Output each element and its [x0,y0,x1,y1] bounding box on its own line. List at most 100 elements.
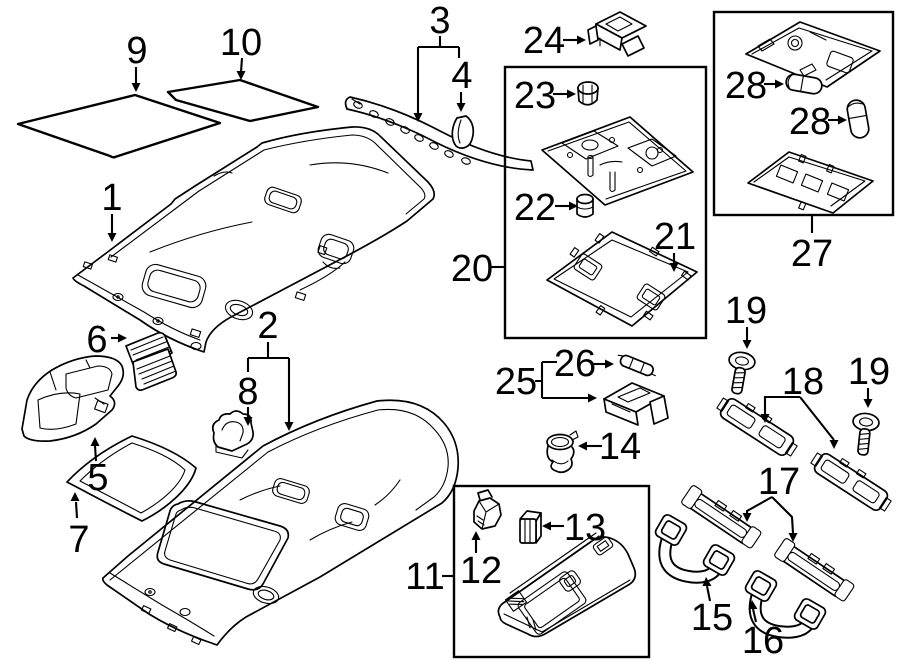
callout-6-label[interactable]: 6 [86,319,107,361]
callout-8-label[interactable]: 8 [237,371,258,413]
callout-17: 17 [742,461,800,542]
callout-3-label[interactable]: 3 [429,0,450,42]
callout-19b-label[interactable]: 19 [848,351,890,393]
visor-clip-12 [473,489,502,530]
mounting-bracket-18a [716,397,798,457]
front-headliner-panel [72,126,436,353]
callout-10: 10 [220,22,262,80]
callout-20-label[interactable]: 20 [451,248,493,290]
callout-26-label[interactable]: 26 [554,343,596,385]
group-box-27 [712,10,895,217]
callout-19b: 19 [848,351,890,408]
callout-14: 14 [578,426,641,468]
oval-opening-rear [252,585,280,605]
festoon-bulb-26 [617,354,656,377]
callout-13: 13 [542,507,606,549]
callout-11: 11 [405,556,454,598]
grab-handle-15 [654,514,736,584]
callout-25: 25 [495,360,597,403]
sun-visor [497,532,637,638]
oval-opening [224,299,254,321]
callout-16: 16 [742,600,784,661]
screw-19b [852,412,880,456]
callout-4: 4 [451,55,473,112]
callout-9: 9 [126,30,148,92]
callout-15-label[interactable]: 15 [691,597,733,639]
lamp-lens-plate-27 [747,151,874,214]
insulator-sheet-9 [16,93,222,159]
callout-4-label[interactable]: 4 [451,55,472,97]
connector-switch-24 [587,11,647,57]
callout-19a: 19 [725,290,767,349]
insulator-sheet-10 [166,78,320,123]
callout-23: 23 [514,75,576,117]
callout-12-label[interactable]: 12 [460,550,502,592]
callout-27: 27 [791,215,833,275]
callout-23-label[interactable]: 23 [514,75,556,117]
callout-24: 24 [523,20,586,62]
callout-18: 18 [760,361,839,449]
callout-1: 1 [101,177,123,242]
callout-19a-label[interactable]: 19 [725,290,767,332]
rear-headliner-panel [101,399,460,646]
callout-7: 7 [68,492,90,561]
callout-17-label[interactable]: 17 [758,461,800,503]
callout-16-label[interactable]: 16 [742,620,784,661]
callout-28a: 28 [725,65,784,107]
callout-25-label[interactable]: 25 [495,361,537,403]
callout-9-label[interactable]: 9 [126,30,147,72]
retainer-clip-13 [519,510,542,544]
callout-8: 8 [237,371,259,426]
bulb-22 [576,193,594,218]
callout-11-label[interactable]: 11 [405,556,444,598]
sunroof-seal-ring [66,435,197,522]
group-box-20 [503,65,708,340]
switch-opening [264,186,302,214]
callout-13-label[interactable]: 13 [564,507,606,549]
handle-base-17b [774,538,855,602]
callout-20: 20 [451,248,505,290]
callout-10-label[interactable]: 10 [220,22,262,64]
mounting-clip-8 [211,410,254,459]
callout-12: 12 [460,531,502,592]
callout-7-label[interactable]: 7 [68,519,89,561]
header-trim-rail [344,96,534,171]
dome-lamp-housing [541,116,694,206]
lamp-socket-23 [577,81,599,106]
callout-24-label[interactable]: 24 [523,20,565,62]
dome-lamp-opening [317,233,355,265]
sunroof-cutout [156,500,290,591]
callout-28b-label[interactable]: 28 [789,101,831,143]
callout-22-label[interactable]: 22 [514,187,556,229]
lamp-lens-21 [546,231,698,327]
callout-21: 21 [654,216,696,272]
callout-28b: 28 [789,101,847,143]
callout-3: 3 [413,0,461,122]
bulb-28a [785,73,823,95]
callout-6: 6 [86,319,127,361]
callout-14-label[interactable]: 14 [599,426,641,468]
group-box-11 [452,484,651,659]
overhead-console-housing [21,355,125,442]
visor-mount-cap-14 [546,430,579,474]
callout-5-label[interactable]: 5 [87,457,108,499]
callout-22: 22 [514,187,578,229]
bulb-28b [846,99,870,139]
callout-28a-label[interactable]: 28 [725,65,767,107]
callout-26: 26 [554,343,614,385]
callout-2-label[interactable]: 2 [257,305,278,347]
callout-27-label[interactable]: 27 [791,233,833,275]
retainer-clip-4 [451,115,475,149]
callout-1-label[interactable]: 1 [101,177,122,219]
callout-15: 15 [691,577,733,639]
callout-5: 5 [87,437,109,499]
callout-2: 2 [246,305,294,431]
mounting-bracket-18b [810,452,892,512]
handle-base-17a [681,485,762,549]
screw-19a [728,351,756,395]
map-lamp-housing-25 [603,382,669,426]
callout-21-label[interactable]: 21 [654,216,696,258]
grab-handle-16 [744,570,827,639]
